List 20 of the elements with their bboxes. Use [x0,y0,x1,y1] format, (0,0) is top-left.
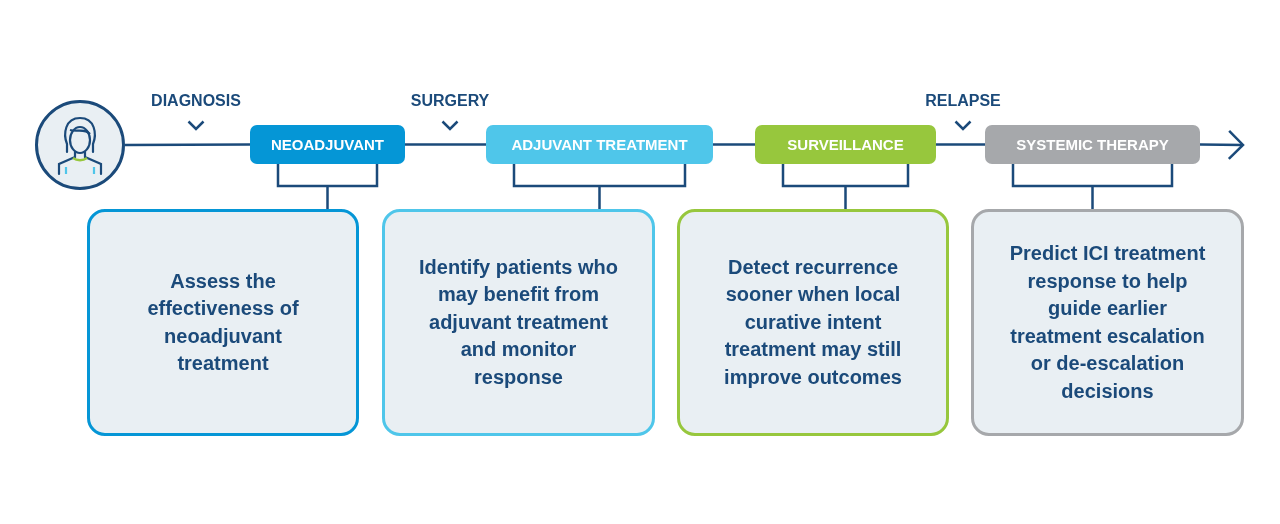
timeline-line [1200,129,1245,161]
bracket-connector [276,162,379,211]
milestone-label: DIAGNOSIS [151,92,241,110]
milestone-label: SURGERY [410,92,490,110]
bracket-connector [781,162,910,211]
timeline-line [713,143,755,146]
description-card: Assess the effectiveness of neoadjuvant treatment [87,209,359,436]
milestone-label: RELAPSE [925,92,1001,110]
bracket-connector [512,162,687,211]
stage-label: SYSTEMIC THERAPY [985,125,1200,164]
timeline-line [125,143,250,147]
timeline-line [405,143,486,146]
bracket-connector [1011,162,1174,211]
description-card: Identify patients who may benefit from adjuvant treatment and monitor response [382,209,655,436]
timeline-line [936,143,985,146]
description-card: Predict ICI treatment response to help guide earlier treatment escalation or de-escalation decisions [971,209,1244,436]
stage-label: SURVEILLANCE [755,125,936,164]
stage-label: NEOADJUVANT [250,125,405,164]
description-card: Detect recurrence sooner when local curative intent treatment may still improve outcomes [677,209,949,436]
stage-label: ADJUVANT TREATMENT [486,125,713,164]
